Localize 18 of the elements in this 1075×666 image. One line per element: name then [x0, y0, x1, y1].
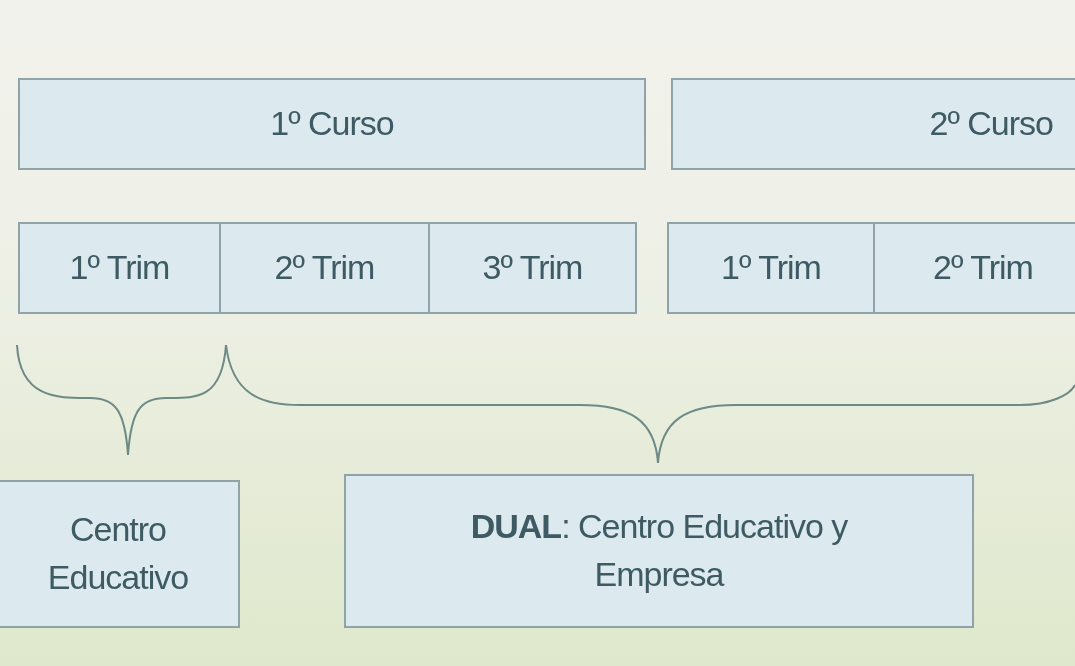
- box-label: 1º Curso: [270, 103, 394, 145]
- box-label: 3º Trim: [482, 247, 583, 289]
- box-label: DUAL: Centro Educativo y Empresa: [469, 506, 849, 595]
- box-label: 2º Trim: [933, 247, 1033, 289]
- box-label: 2º Curso: [929, 103, 1053, 145]
- year-box: [671, 78, 1075, 170]
- training-mode-box: [0, 480, 240, 628]
- box-label: 1º Trim: [69, 247, 170, 289]
- term-box: [873, 222, 1075, 314]
- training-mode-box: [344, 474, 974, 628]
- term-box: [428, 222, 637, 314]
- year-box: [18, 78, 646, 170]
- box-label: 1º Trim: [721, 247, 821, 289]
- box-label: Centro Educativo: [46, 509, 190, 598]
- box-label: 2º Trim: [274, 247, 375, 289]
- term-box: [667, 222, 875, 314]
- term-box: [18, 222, 221, 314]
- term-box: [219, 222, 430, 314]
